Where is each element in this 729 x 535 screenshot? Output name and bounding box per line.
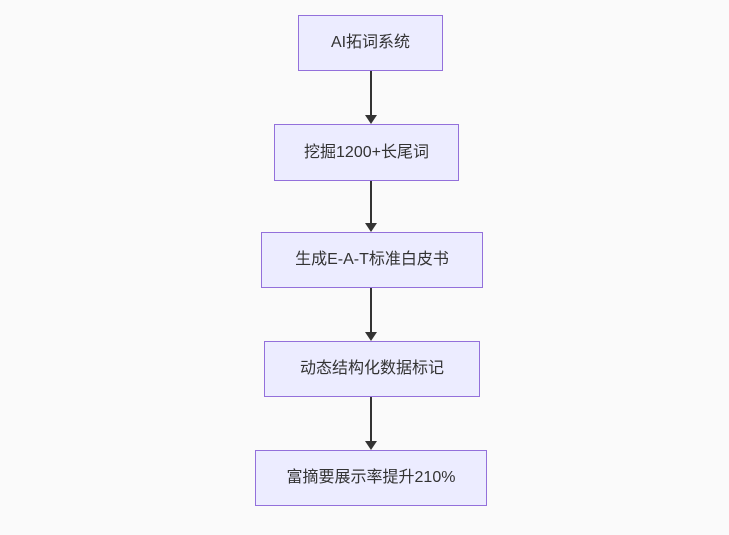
arrowhead-down-icon xyxy=(365,441,377,450)
edge-line xyxy=(370,181,372,223)
arrowhead-down-icon xyxy=(365,332,377,341)
edge-arrow-4 xyxy=(365,397,377,450)
edge-arrow-3 xyxy=(365,288,377,341)
arrowhead-down-icon xyxy=(365,115,377,124)
node-label: 挖掘1200+长尾词 xyxy=(304,143,429,161)
node-label: AI拓词系统 xyxy=(330,34,411,52)
flowchart-node-rich-snippet-result: 富摘要展示率提升210% xyxy=(255,450,487,506)
flowchart-node-eat-whitepaper: 生成E-A-T标准白皮书 xyxy=(261,232,483,288)
node-label: 生成E-A-T标准白皮书 xyxy=(295,251,449,269)
flowchart-node-longtail-mining: 挖掘1200+长尾词 xyxy=(274,124,459,181)
edge-line xyxy=(370,397,372,441)
edge-arrow-1 xyxy=(365,71,377,124)
node-label: 富摘要展示率提升210% xyxy=(286,469,456,487)
edge-line xyxy=(370,288,372,332)
flowchart-node-ai-word-expansion: AI拓词系统 xyxy=(298,15,443,71)
edge-line xyxy=(370,71,372,115)
flowchart-node-structured-data-markup: 动态结构化数据标记 xyxy=(264,341,480,397)
edge-arrow-2 xyxy=(365,181,377,232)
node-label: 动态结构化数据标记 xyxy=(299,360,444,378)
arrowhead-down-icon xyxy=(365,223,377,232)
